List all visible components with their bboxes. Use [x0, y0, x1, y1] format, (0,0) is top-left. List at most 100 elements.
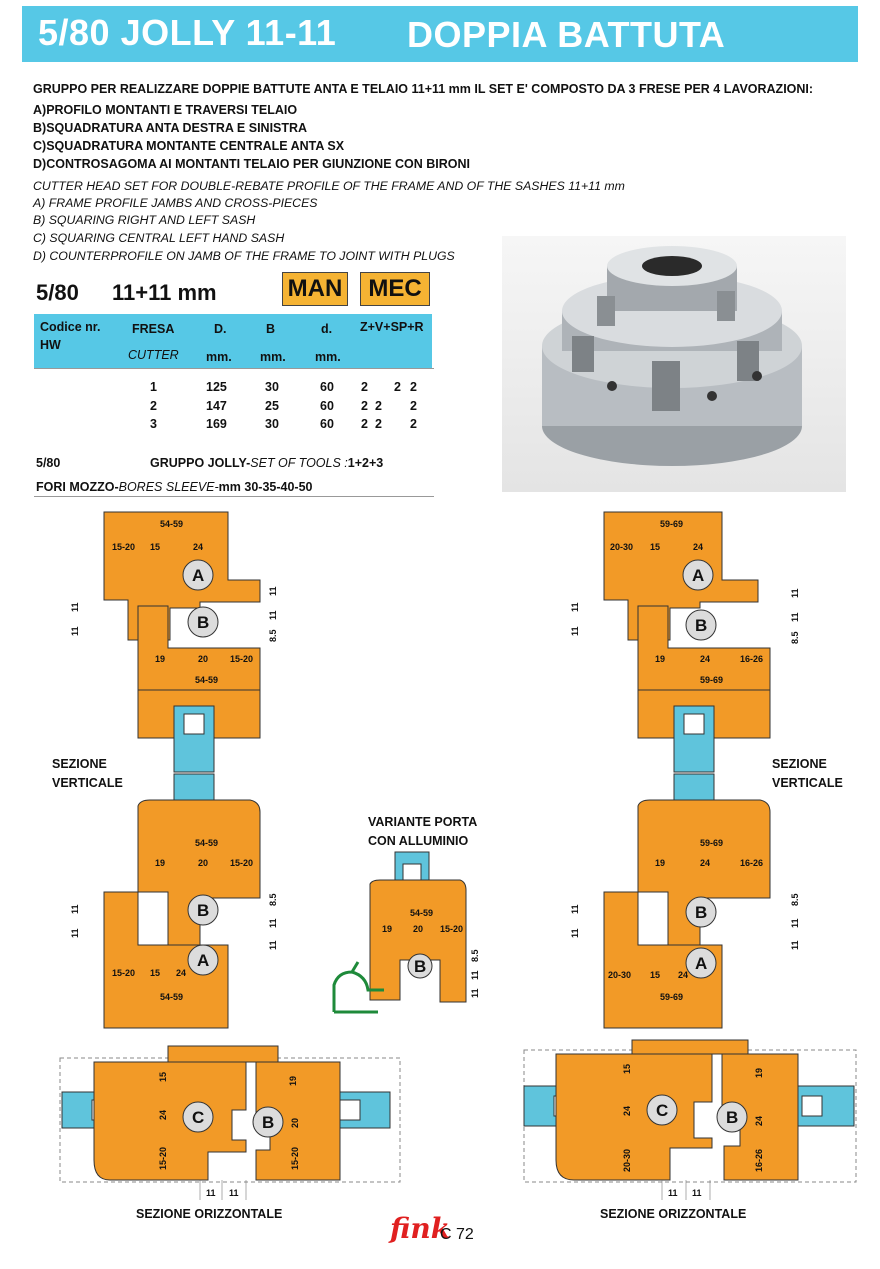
section-vertical-left-2: VERTICALE [52, 776, 123, 790]
cell-z: 2 [361, 380, 368, 394]
dim: 11 [570, 904, 580, 914]
dim: 59-69 [660, 519, 683, 529]
dim: 24 [700, 858, 710, 868]
col-b: B [266, 322, 276, 336]
dim: 15-20 [230, 654, 253, 664]
dim: 11 [70, 626, 80, 636]
label-b: B [726, 1108, 738, 1127]
dim: 24 [158, 1110, 168, 1120]
dim: 8.5 [790, 893, 800, 906]
dim: 19 [382, 924, 392, 934]
label-a: A [695, 954, 707, 973]
page-number: C 72 [440, 1226, 474, 1243]
label-c: C [192, 1108, 204, 1127]
info-divider [34, 496, 434, 497]
dim: 19 [655, 654, 665, 664]
cell-v: 2 [375, 399, 382, 413]
label-b: B [197, 613, 209, 632]
dim: 24 [622, 1106, 632, 1116]
dim: 11 [570, 602, 580, 612]
cell-d-big: 147 [206, 399, 227, 413]
dim: 16-26 [740, 858, 763, 868]
title-banner: 5/80 JOLLY 11-11 DOPPIA BATTUTA [22, 6, 858, 62]
dim: 15 [150, 968, 160, 978]
right-upper-section: A B 59-69 20-30 15 24 19 24 16-26 59-69 … [570, 511, 800, 773]
dim: 19 [155, 858, 165, 868]
section-horizontal-left: SEZIONE ORIZZONTALE [136, 1207, 283, 1221]
col-fresa: FRESA [132, 322, 175, 336]
dim: 54-59 [195, 675, 218, 685]
cutter-a-marker [182, 559, 214, 591]
cell-d-small: 60 [320, 417, 334, 431]
dim: 15 [650, 970, 660, 980]
aluminium-profile [332, 961, 384, 1014]
dim: 8.5 [790, 631, 800, 644]
dim: 59-69 [700, 675, 723, 685]
cell-z: 2 [361, 399, 368, 413]
bores-values: mm 30-35-40-50 [218, 480, 313, 494]
cell-b: 30 [265, 417, 279, 431]
cell-d-big: 125 [206, 380, 227, 394]
set-code: 5/80 [36, 456, 61, 470]
dim: 16-26 [754, 1149, 764, 1172]
col-teeth: Z+V+SP+R [360, 320, 424, 334]
intro-en: CUTTER HEAD SET FOR DOUBLE-REBATE PROFIL… [33, 179, 625, 193]
label-b: B [414, 957, 426, 976]
dim: 11 [268, 586, 278, 596]
dim: 54-59 [410, 908, 433, 918]
set-label: GRUPPO JOLLY-SET OF TOOLS :1+2+3 [150, 456, 383, 470]
col-d-small: d. [321, 322, 333, 336]
dim: 20 [198, 654, 208, 664]
dim: 15 [650, 542, 660, 552]
dim: 11 [268, 918, 278, 928]
col-mm2: mm. [260, 350, 286, 364]
dim: 8.5 [470, 949, 480, 962]
dim: 11 [692, 1188, 702, 1198]
dim: 15 [158, 1072, 168, 1082]
section-vertical-right-2: VERTICALE [772, 776, 843, 790]
item-it-d: D)CONTROSAGOMA AI MONTANTI TELAIO PER GI… [33, 157, 471, 171]
item-it-b: B)SQUADRATURA ANTA DESTRA E SINISTRA [33, 121, 308, 135]
dim: 59-69 [660, 992, 683, 1002]
cell-d-big: 169 [206, 417, 227, 431]
cell-d-small: 60 [320, 399, 334, 413]
col-mm1: mm. [206, 350, 232, 364]
dim: 11 [70, 904, 80, 914]
left-lower-section: B A 54-59 19 20 15-20 15-20 15 24 54-59 … [70, 773, 278, 1029]
col-mm3: mm. [315, 350, 341, 364]
label-a: A [692, 566, 704, 585]
cell-b: 30 [265, 380, 279, 394]
dim: 11 [570, 928, 580, 938]
cell-d-small: 60 [320, 380, 334, 394]
dim: 20-30 [608, 970, 631, 980]
dim: 15-20 [440, 924, 463, 934]
dim: 15 [150, 542, 160, 552]
dim: 11 [570, 626, 580, 636]
item-it-c: C)SQUADRATURA MONTANTE CENTRALE ANTA SX [33, 139, 345, 153]
dim: 16-26 [740, 654, 763, 664]
section-vertical-left-1: SEZIONE [52, 757, 107, 771]
cutter-head-photo [502, 236, 846, 492]
cell-r: 2 [410, 380, 417, 394]
item-en-c: C) SQUARING CENTRAL LEFT HAND SASH [33, 231, 285, 245]
dim: 11 [70, 602, 80, 612]
variant-title-1: VARIANTE PORTA [368, 815, 478, 829]
label-a: A [197, 951, 209, 970]
dim: 15-20 [230, 858, 253, 868]
dim: 24 [754, 1116, 764, 1126]
dim: 11 [70, 928, 80, 938]
cell-fresa: 2 [150, 399, 157, 413]
item-it-a: A)PROFILO MONTANTI E TRAVERSI TELAIO [33, 103, 298, 117]
dim: 11 [790, 612, 800, 622]
cell-r: 2 [410, 417, 417, 431]
dim: 11 [268, 940, 278, 950]
dim: 19 [655, 858, 665, 868]
label-b: B [262, 1113, 274, 1132]
dim: 11 [668, 1188, 678, 1198]
dim-top-total: 54-59 [160, 519, 183, 529]
col-d-big: D. [214, 322, 227, 336]
model-size: 11+11 mm [112, 280, 217, 305]
dim: 19 [155, 654, 165, 664]
horizontal-section-left: C B 15 19 24 20 15-20 15-20 11 11 [59, 1045, 401, 1200]
label-b: B [197, 901, 209, 920]
